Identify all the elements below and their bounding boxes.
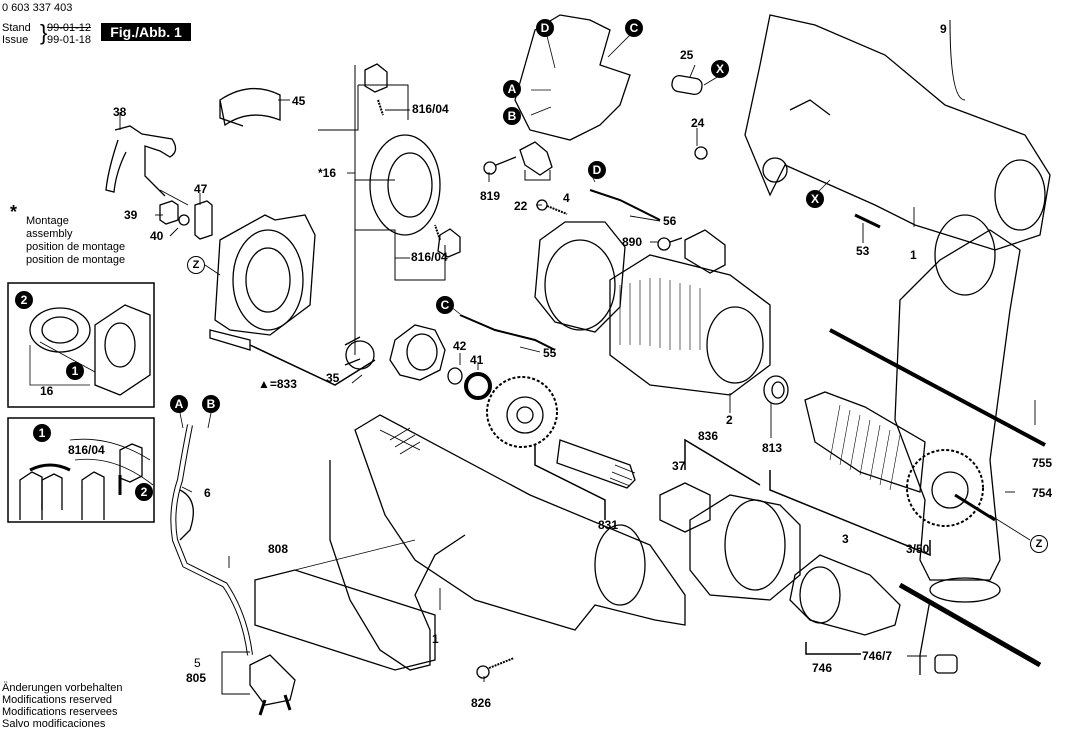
- callout-x: X: [711, 60, 729, 78]
- callout-a: A: [170, 395, 188, 413]
- figure-label: Fig./Abb. 1: [101, 23, 191, 41]
- stand-date: 99-01-12: [47, 22, 92, 34]
- part-label-1-top: 1: [910, 248, 917, 262]
- part-label-890: 890: [622, 235, 643, 249]
- part-label-816-04-mid: 816/04: [411, 250, 448, 264]
- callout-b: B: [202, 395, 220, 413]
- part-label-816-04-top: 816/04: [412, 102, 449, 116]
- assembly-note-line: position de montage: [26, 241, 126, 253]
- part-label-805: 805: [186, 671, 207, 685]
- part-label-3: 3: [842, 532, 849, 546]
- part-label-38: 38: [113, 105, 127, 119]
- part-label-24: 24: [691, 116, 705, 130]
- part-label-819: 819: [480, 189, 501, 203]
- part-label-754: 754: [1032, 486, 1053, 500]
- footer-note-line: Salvo modificaciones: [2, 718, 106, 730]
- callout-d: D: [536, 19, 554, 37]
- part-label-25: 25: [680, 48, 694, 62]
- part-label-40: 40: [150, 229, 164, 243]
- part-label-35: 35: [326, 371, 340, 385]
- assembly-note-line: Montage: [26, 215, 69, 227]
- inset-top-step-2: 2: [15, 291, 33, 309]
- part-label-4: 4: [563, 191, 570, 205]
- part-label-16: *16: [318, 166, 337, 180]
- part-label-45: 45: [292, 94, 306, 108]
- part-label-813: 813: [762, 441, 783, 455]
- part-label-836: 836: [698, 429, 719, 443]
- inset-bottom-step-2: 2: [135, 483, 153, 501]
- part-label-746-7: 746/7: [862, 649, 893, 663]
- callout-x: X: [806, 190, 824, 208]
- part-label-41: 41: [470, 353, 484, 367]
- callout-a: A: [503, 80, 521, 98]
- brush-inset-drawing: [19, 438, 154, 520]
- part-label-22: 22: [514, 199, 528, 213]
- part-label-39: 39: [124, 208, 138, 222]
- stand-label: Stand: [2, 22, 31, 34]
- part-label-746: 746: [812, 661, 833, 675]
- callout-c: C: [625, 19, 643, 37]
- inset-top-step-1: 1: [66, 362, 84, 380]
- footer-note-line: Modifications reservees: [2, 706, 118, 718]
- part-label-47: 47: [194, 182, 208, 196]
- assembly-note-line: position de montage: [26, 254, 126, 266]
- part-label-833: ▲=833: [258, 377, 297, 391]
- inset-top-part-16: 16: [40, 384, 54, 398]
- issue-date: 99-01-18: [47, 34, 92, 46]
- part-label-831: 831: [598, 518, 619, 532]
- part-label-1-bottom: 1: [432, 632, 439, 646]
- footer-note-line: Modifications reserved: [2, 694, 113, 706]
- part-label-9: 9: [940, 22, 947, 36]
- part-label-5: 5: [194, 656, 201, 670]
- part-label-56: 56: [663, 214, 677, 228]
- part-label-3-50: 3/50: [906, 542, 930, 556]
- brace: }: [40, 20, 48, 45]
- part-label-6: 6: [204, 486, 211, 500]
- callout-c: C: [436, 296, 454, 314]
- part-label-37: 37: [672, 459, 686, 473]
- part-label-826: 826: [471, 696, 492, 710]
- part-label-42: 42: [453, 339, 467, 353]
- part-number: 0 603 337 403: [2, 2, 73, 14]
- callout-z: Z: [187, 256, 205, 274]
- callout-b: B: [503, 107, 521, 125]
- part-label-53: 53: [856, 244, 870, 258]
- callout-z: Z: [1030, 535, 1048, 553]
- footer-note-line: Änderungen vorbehalten: [2, 682, 123, 694]
- part-label-808: 808: [268, 542, 289, 556]
- issue-label: Issue: [2, 34, 29, 46]
- part-label-55: 55: [543, 346, 557, 360]
- callout-d: D: [588, 161, 606, 179]
- inset-bottom-frame: [7, 417, 155, 523]
- inset-bottom-step-1: 1: [33, 424, 51, 442]
- inset-top-frame: [7, 282, 155, 408]
- assembly-note-line: assembly: [26, 228, 73, 240]
- part-label-2: 2: [726, 413, 733, 427]
- asterisk-icon: *: [10, 202, 18, 222]
- brush-holder-inset-drawing: [29, 304, 151, 396]
- part-label-755: 755: [1032, 456, 1053, 470]
- inset-bottom-part-816-04: 816/04: [68, 443, 105, 457]
